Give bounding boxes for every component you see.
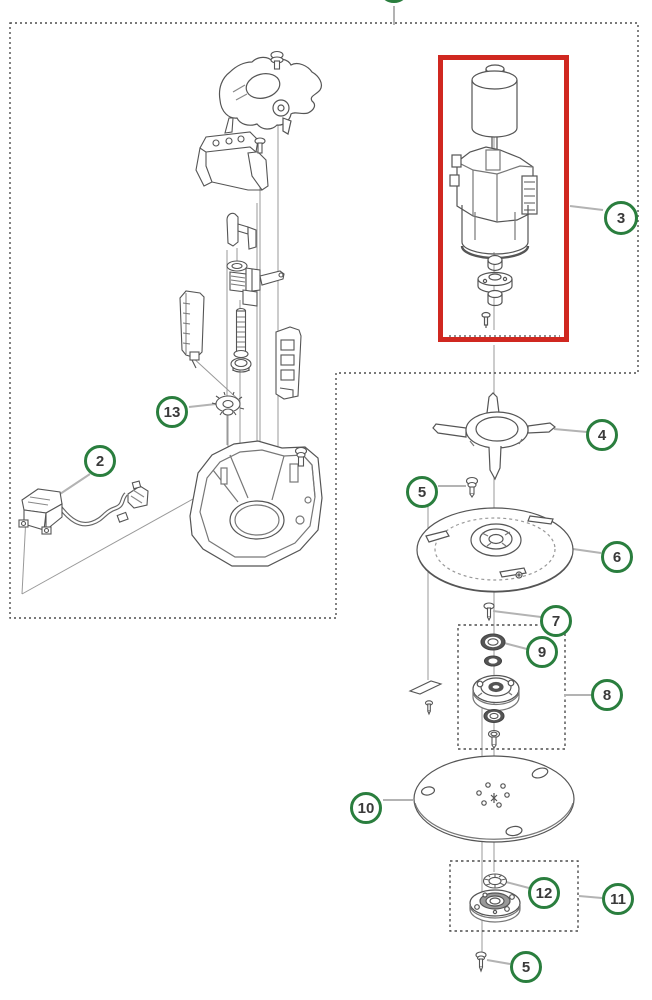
part-left-rail: [179, 290, 205, 369]
callout-part-13[interactable]: 13: [156, 396, 188, 428]
part-upper-bracket: [195, 117, 269, 191]
callout-part-9[interactable]: 9: [526, 636, 558, 668]
part-spacer: [483, 655, 503, 667]
part-flat-plate: [408, 680, 443, 716]
callout-part-10[interactable]: 10: [350, 792, 382, 824]
part-bearing-lower: [483, 708, 505, 724]
part-skid-disc: [413, 755, 575, 843]
callout-part-2[interactable]: 2: [84, 445, 116, 477]
part-blade-disc: [416, 507, 574, 593]
part-drive-hub: [469, 889, 521, 923]
part-top-cover: [218, 56, 323, 135]
part-hub-upper: [472, 674, 520, 712]
callout-part-8[interactable]: 8: [591, 679, 623, 711]
part-sensor-module: [18, 480, 149, 535]
callout-part-6[interactable]: 6: [601, 541, 633, 573]
part-coupler-assembly: [226, 260, 285, 307]
callout-part-4[interactable]: 4: [586, 419, 618, 451]
callout-part-7[interactable]: 7: [540, 605, 572, 637]
screw-part7: [483, 602, 495, 622]
screw-hub-group: [487, 729, 501, 749]
callout-part-5-lower[interactable]: 5: [510, 951, 542, 983]
part-height-screw: [230, 307, 252, 373]
part-pinion-gear: [211, 391, 245, 416]
part-clamp: [226, 212, 257, 250]
callout-part-11[interactable]: 11: [602, 883, 634, 915]
screw-part5-upper: [465, 476, 479, 498]
screw-part5-lower: [475, 951, 487, 973]
part-motor-assembly: [449, 64, 538, 328]
screw-chassis: [294, 446, 308, 467]
part-lock-washer: [482, 873, 508, 889]
callout-part-3[interactable]: 3: [604, 201, 638, 235]
screw-top-cover: [270, 50, 284, 70]
part-chassis: [189, 440, 323, 567]
part-bearing-upper: [480, 633, 506, 651]
callout-part-5-upper[interactable]: 5: [406, 476, 438, 508]
main-dashed-enclosure: [9, 22, 639, 619]
part-blade-carrier: [432, 392, 556, 481]
part-right-rail: [275, 326, 302, 400]
highlight-box-part-3: [438, 55, 569, 342]
callout-part-12[interactable]: 12: [528, 877, 560, 909]
leader-lines: [59, 6, 604, 965]
